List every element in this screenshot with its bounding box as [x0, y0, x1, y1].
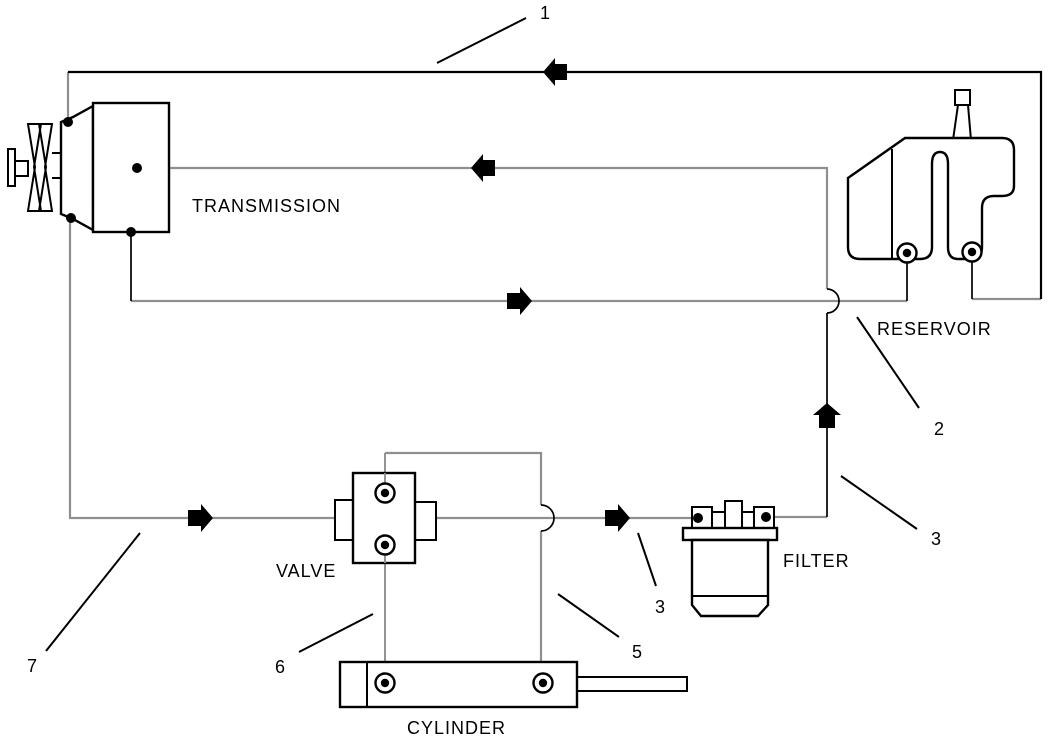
transmission-pulley-left-sheave	[26, 123, 43, 212]
filter-step-right	[741, 511, 755, 529]
callout-3-reservoir: 3	[931, 529, 943, 549]
leader-3-filter	[637, 532, 657, 587]
transmission-port-mid	[132, 163, 142, 173]
valve-left-tab	[334, 499, 354, 541]
transmission-port-bottom	[126, 227, 136, 237]
transmission-symbol	[7, 101, 171, 237]
transmission-port-lower-left	[66, 213, 76, 223]
filter-label: FILTER	[783, 551, 850, 571]
transmission-hub-links	[52, 152, 61, 179]
reservoir-port-right-center	[967, 247, 977, 257]
flow-arrow-left-mid-icon	[471, 154, 495, 182]
filter-can	[690, 538, 770, 618]
valve-symbol	[334, 471, 437, 565]
cylinder-port-left-center	[380, 678, 390, 688]
leader-3-reservoir	[840, 475, 918, 530]
leader-5	[557, 593, 620, 638]
filter-port-inlet	[693, 513, 703, 523]
valve-label: VALVE	[276, 561, 337, 581]
port-stubs	[130, 232, 973, 517]
line-transmission-to-valve	[68, 218, 335, 520]
flow-arrow-right-reservoir-icon	[507, 287, 532, 315]
callout-6: 6	[275, 657, 287, 677]
reservoir-label: RESERVOIR	[877, 319, 992, 339]
flow-arrow-right-filter-icon	[605, 504, 630, 532]
callout-5: 5	[632, 642, 644, 662]
cylinder-rod	[576, 676, 688, 692]
callout-3-filter: 3	[655, 597, 667, 617]
line-valve-to-cylinder-right-upper	[385, 451, 543, 505]
line-hop-cylinder-line	[540, 504, 555, 532]
reservoir-body	[846, 136, 1016, 261]
transmission-pulley-right-sheave	[37, 123, 54, 212]
reservoir-filler-cap	[954, 89, 971, 106]
leader-6	[298, 613, 374, 653]
flow-arrows	[188, 58, 841, 532]
callout-leaders	[45, 17, 920, 653]
leader-2	[856, 316, 920, 409]
reservoir-port-left-center	[902, 248, 912, 258]
reservoir-filler-neck	[951, 104, 973, 141]
valve-right-tab	[414, 501, 437, 541]
reservoir-symbol	[846, 89, 1016, 264]
flow-arrow-right-valve-icon	[188, 504, 213, 532]
flow-arrow-up-riser-icon	[813, 403, 841, 428]
flow-arrow-left-top-icon	[543, 58, 567, 86]
transmission-shaft-flange	[7, 148, 16, 187]
filter-center-nipple	[724, 500, 743, 529]
cylinder-port-right-center	[538, 678, 548, 688]
callout-2: 2	[934, 419, 946, 439]
transmission-shaft	[14, 160, 29, 177]
valve-port-bottom-center	[380, 540, 390, 550]
cylinder-label: CYLINDER	[407, 718, 507, 738]
transmission-port-top	[63, 117, 73, 127]
transmission-case	[91, 101, 171, 234]
leader-7	[45, 532, 141, 652]
cylinder-symbol	[338, 660, 688, 709]
filter-flange	[681, 526, 779, 542]
valve-port-top-center	[380, 488, 390, 498]
leader-1	[436, 17, 527, 64]
transmission-label: TRANSMISSION	[192, 196, 342, 216]
filter-symbol	[681, 500, 779, 618]
line-1-reservoir-to-transmission	[68, 70, 1043, 299]
filter-step-left	[711, 511, 726, 529]
callout-1: 1	[540, 3, 552, 23]
line-hop-reservoir-riser	[826, 288, 840, 314]
filter-port-outlet	[761, 512, 771, 522]
line-filter-to-transmission	[137, 166, 829, 289]
callout-7: 7	[27, 656, 39, 676]
